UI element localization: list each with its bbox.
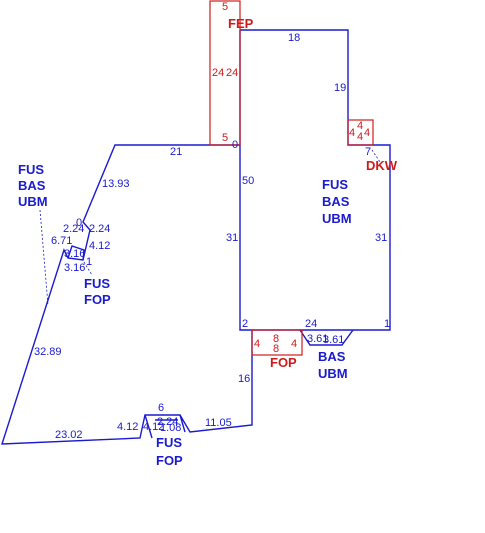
dim-bas-bump-a: 3.61 — [307, 333, 328, 345]
fep-label: FEP — [228, 16, 254, 31]
main-outline — [239, 29, 391, 331]
dim-top: 18 — [288, 32, 300, 44]
dim-dkw-b: 4 — [357, 120, 363, 132]
dim-right: 31 — [375, 232, 387, 244]
dim-notch-f: 3.16 — [64, 248, 85, 260]
dkw-label: DKW — [366, 158, 398, 173]
dim-fop-mid-b: 8 — [273, 343, 279, 355]
left-bas-label: BAS — [18, 178, 46, 193]
dim-right-upper: 19 — [334, 82, 346, 94]
dim-notch-d: 6.71 — [51, 235, 72, 247]
left-wing-outline — [1, 144, 253, 445]
dim-notch-c: 0 — [76, 217, 82, 229]
bottom-bump — [144, 414, 186, 439]
dim-inner-left-lower: 31 — [226, 232, 238, 244]
dim-notch-a: 2.24 — [63, 223, 84, 235]
dim-inner-left-upper: 50 — [242, 175, 254, 187]
dim-long-slant: 32.89 — [34, 346, 62, 358]
mid-fop-label: FOP — [84, 292, 111, 307]
fop-front-label: FOP — [270, 355, 297, 370]
right-fus-label: FUS — [322, 177, 348, 192]
bump-ubm-label: UBM — [318, 366, 348, 381]
bottom-fus-label: FUS — [156, 435, 182, 450]
dim-inner-bottom-left: 2 — [242, 318, 248, 330]
notch-detail — [67, 245, 85, 261]
dim-inner-bottom: 24 — [305, 318, 317, 330]
dkw-rect — [347, 119, 374, 146]
leader-dkw — [371, 149, 381, 163]
dim-fep-right: 24 — [226, 67, 238, 79]
bump-bas-label: BAS — [318, 349, 346, 364]
dim-dkw-c: 4 — [357, 131, 363, 143]
dim-bottom-right: 11.05 — [205, 417, 232, 429]
dim-bump-e: 2.24 — [157, 416, 178, 428]
left-ubm-label: UBM — [18, 194, 48, 209]
dim-bump-d: 1.08 — [160, 422, 181, 434]
bottom-fop-label: FOP — [156, 453, 183, 468]
fep-rect — [209, 0, 241, 146]
dim-dkw-a: 4 — [349, 127, 355, 139]
dim-dkw-d: 4 — [364, 127, 370, 139]
dim-fep-top: 5 — [222, 1, 228, 13]
dim-fop-right: 4 — [291, 338, 297, 350]
leader-left-ubm — [39, 209, 49, 306]
dim-dkw-e: 7 — [365, 146, 371, 158]
dim-upper-slant: 13.93 — [102, 178, 130, 190]
fop-rect — [251, 329, 303, 356]
dim-zero: 0 — [232, 139, 238, 151]
dim-notch-e: 4.12 — [89, 240, 110, 252]
dim-fop-left: 4 — [254, 338, 260, 350]
dim-bump-b: 4.12 — [143, 421, 164, 433]
left-fus-label: FUS — [18, 162, 44, 177]
right-bas-label: BAS — [322, 194, 350, 209]
bas-bump — [299, 329, 354, 346]
dim-notch-b: 2.24 — [89, 223, 110, 235]
dim-inner-bottom-right: 1 — [384, 318, 390, 330]
dim-bump-c: 6 — [158, 402, 164, 414]
leader-mid-fop — [83, 261, 93, 276]
dim-fep-left: 24 — [212, 67, 224, 79]
mid-fus-label: FUS — [84, 276, 110, 291]
right-ubm-label: UBM — [322, 211, 352, 226]
dim-notch-g: 3.16 — [64, 262, 85, 274]
dim-bump-a: 4.12 — [117, 421, 138, 433]
dim-fep-bottom: 5 — [222, 132, 228, 144]
dim-upper-slant-top: 21 — [170, 146, 182, 158]
dim-fop-mid-a: 8 — [273, 333, 279, 345]
dim-bas-bump-b: 3.61 — [323, 334, 344, 346]
dim-lower-vert: 16 — [238, 373, 250, 385]
dim-notch-h: 1 — [86, 256, 92, 268]
dim-bottom-left: 23.02 — [55, 429, 83, 441]
